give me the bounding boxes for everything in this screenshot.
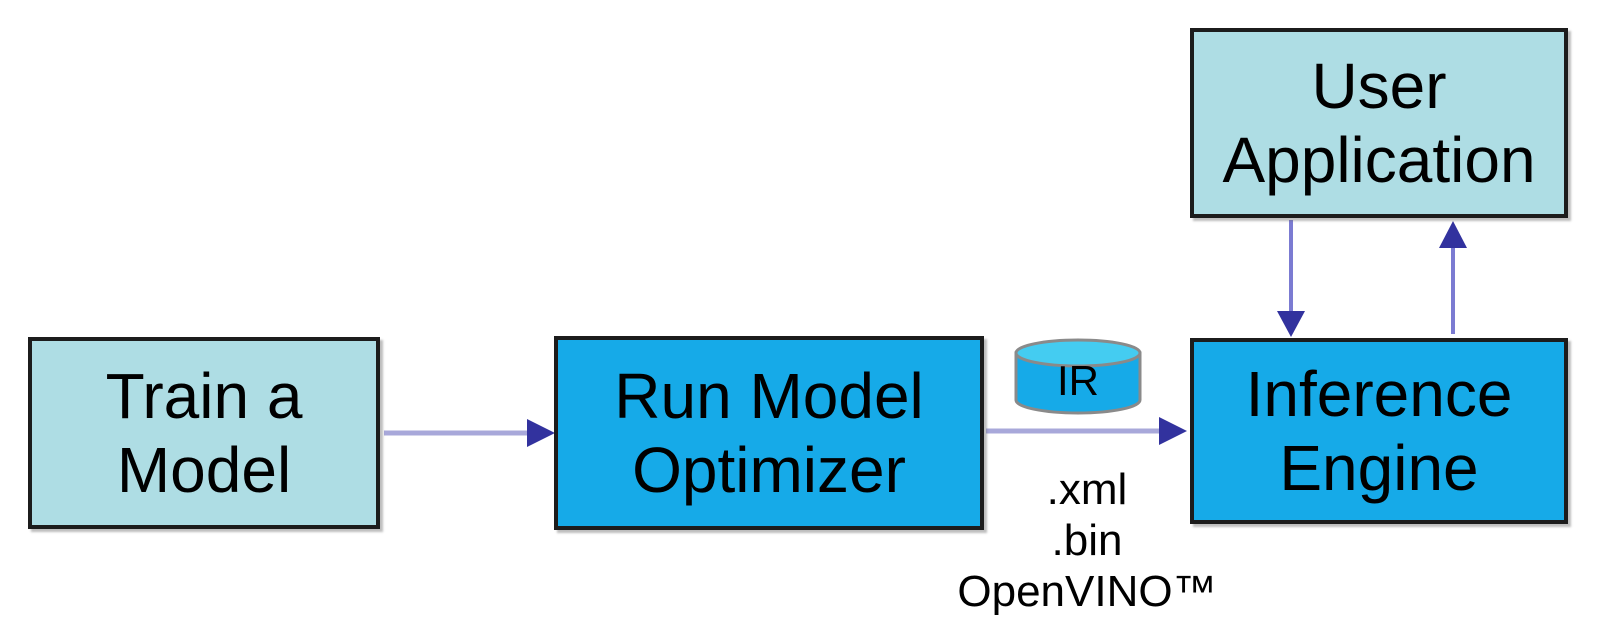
inference-engine-label-line2: Engine [1279,432,1479,504]
model-optimizer-node: Run Model Optimizer [554,336,984,530]
arrow-inference-to-userapp [1439,221,1467,334]
ir-label: IR [1057,357,1099,404]
model-optimizer-label-line1: Run Model [614,359,924,432]
inference-engine-node: Inference Engine [1190,338,1568,524]
user-application-label-line1: User [1311,49,1447,122]
user-application-node: User Application [1190,28,1568,218]
ir-database-icon: IR [1014,338,1142,415]
ir-format-annotation: .xml .bin OpenVINO™ [935,464,1239,617]
ir-format-xml: .xml [1046,465,1128,514]
ir-format-bin: .bin [1051,516,1123,566]
ir-format-openvino: OpenVINO™ [957,567,1217,617]
train-model-label-line2: Model [116,434,292,506]
arrow-optimizer-to-inference [986,417,1187,445]
model-optimizer-label-line2: Optimizer [632,434,906,506]
arrow-train-to-optimizer [384,419,555,447]
arrow-userapp-to-inference [1277,220,1305,337]
train-model-label-line1: Train a [105,359,303,432]
inference-engine-label-line1: Inference [1245,357,1513,430]
train-model-node: Train a Model [28,337,380,529]
user-application-label-line2: Application [1222,124,1536,196]
